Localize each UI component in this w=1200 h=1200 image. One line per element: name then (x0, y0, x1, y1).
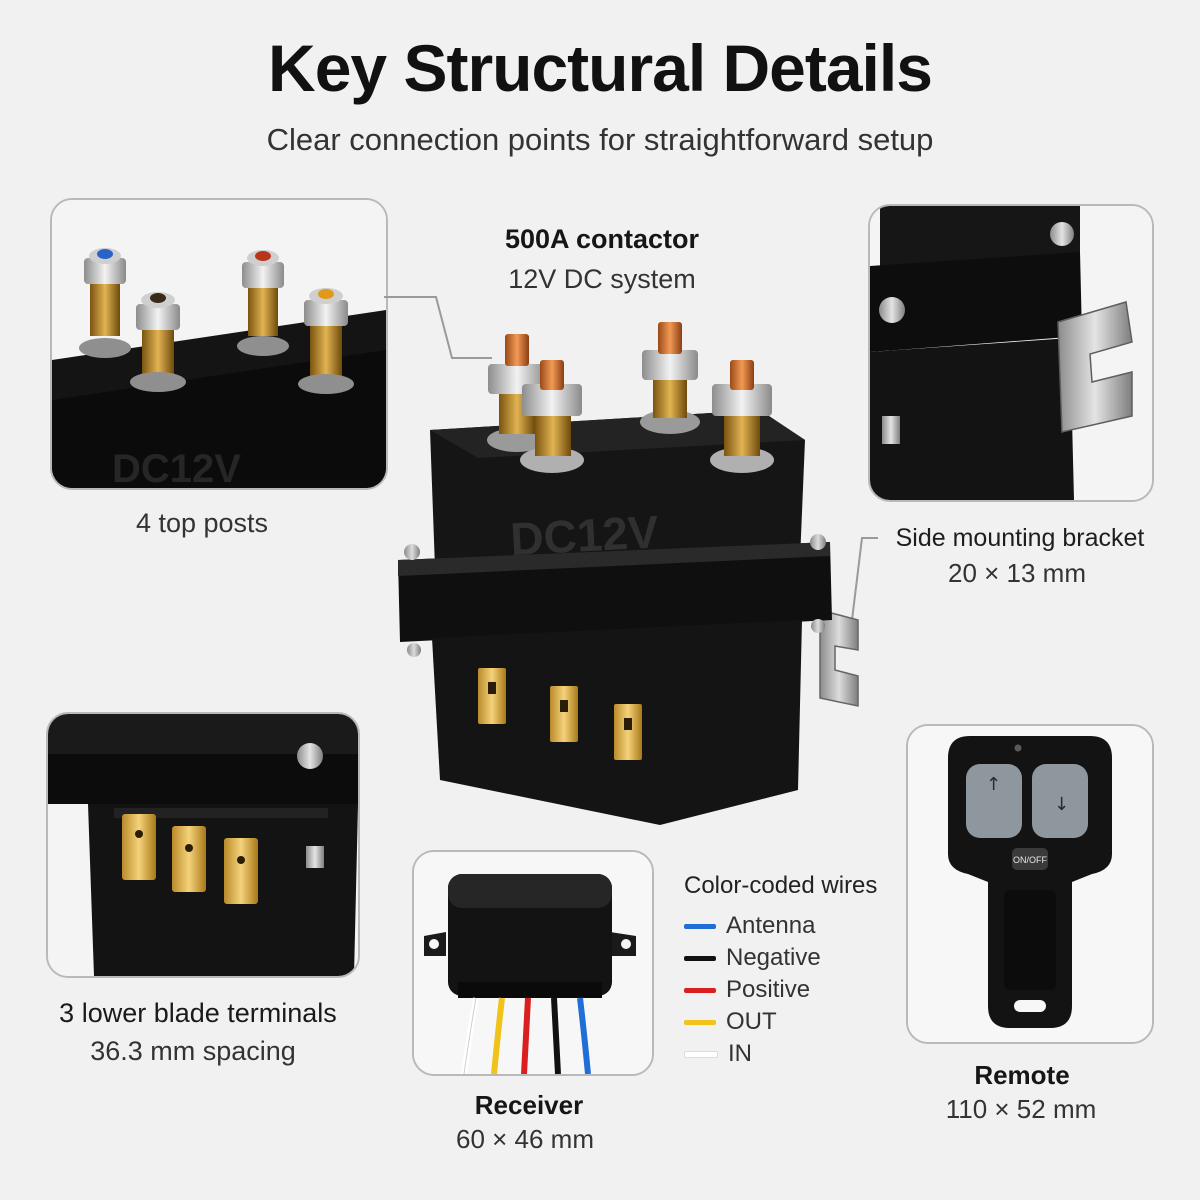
top-posts-embossed-text: DC12V (112, 447, 241, 488)
blade-terminals-image (48, 714, 358, 976)
negative-swatch (684, 955, 716, 961)
remote-panel: ↑ ↓ ON/OFF (906, 724, 1154, 1044)
arrow-up-icon: ↑ (986, 774, 1001, 795)
contactor-posts (487, 322, 774, 473)
wire-legend-item-antenna: Antenna (684, 910, 904, 942)
contactor-image: DC12V (398, 322, 859, 825)
wire-legend-item-positive: Positive (684, 974, 904, 1006)
wire-legend-label: Positive (726, 976, 811, 1003)
bracket-image (870, 206, 1152, 500)
wire-legend-title: Color-coded wires (684, 872, 878, 899)
receiver-image (414, 852, 652, 1074)
bracket-size: 20 × 13 mm (947, 558, 1086, 588)
wire-legend-label: IN (728, 1040, 752, 1067)
blade-terminals-spacing: 36.3 mm spacing (90, 1036, 296, 1066)
remote-up-button (966, 764, 1022, 838)
remote-title: Remote (974, 1060, 1070, 1090)
terminal-post-orange (298, 288, 354, 394)
arrow-down-icon: ↓ (1054, 794, 1069, 815)
out-swatch (684, 1019, 716, 1025)
bracket-plate (1057, 301, 1133, 433)
wire-legend-label: OUT (726, 1008, 777, 1035)
remote-down-button (1032, 764, 1088, 838)
bracket-panel (868, 204, 1154, 502)
blade-terminals-title: 3 lower blade terminals (59, 998, 337, 1028)
receiver-size: 60 × 46 mm (455, 1124, 594, 1154)
bracket-title: Side mounting bracket (895, 524, 1145, 552)
terminal-post-blue (79, 248, 131, 358)
page-title: Key Structural Details (268, 31, 933, 105)
antenna-swatch (684, 923, 716, 929)
top-posts-image: DC12V (52, 200, 386, 488)
positive-swatch (684, 987, 716, 993)
top-posts-panel: DC12V (50, 198, 388, 490)
wire-legend: Color-coded wires Antenna Negative Posit… (684, 872, 904, 1070)
top-posts-label: 4 top posts (135, 508, 269, 538)
receiver-panel (412, 850, 654, 1076)
terminal-post-red (237, 250, 289, 356)
wire-legend-item-negative: Negative (684, 942, 904, 974)
wire-legend-item-out: OUT (684, 1006, 904, 1038)
receiver-title: Receiver (474, 1090, 584, 1120)
blade-terminals (478, 668, 642, 760)
receiver-wires (461, 997, 591, 1074)
remote-size: 110 × 52 mm (945, 1094, 1097, 1124)
remote-on-off-button (1012, 848, 1048, 870)
terminal-post-dark (130, 292, 186, 392)
in-swatch (684, 1050, 718, 1058)
blade-terminals-panel (46, 712, 360, 978)
remote-on-off-text: ON/OFF (1013, 855, 1047, 865)
mounting-bracket (819, 609, 859, 707)
wire-legend-item-in: IN (684, 1038, 904, 1070)
remote-image: ↑ ↓ ON/OFF (908, 726, 1152, 1042)
wire-legend-label: Antenna (726, 912, 816, 939)
contactor-title: 500A contactor (504, 224, 700, 254)
page-subtitle: Clear connection points for straightforw… (266, 122, 934, 157)
wire-legend-label: Negative (726, 944, 821, 971)
contactor-subtitle: 12V DC system (508, 264, 696, 294)
